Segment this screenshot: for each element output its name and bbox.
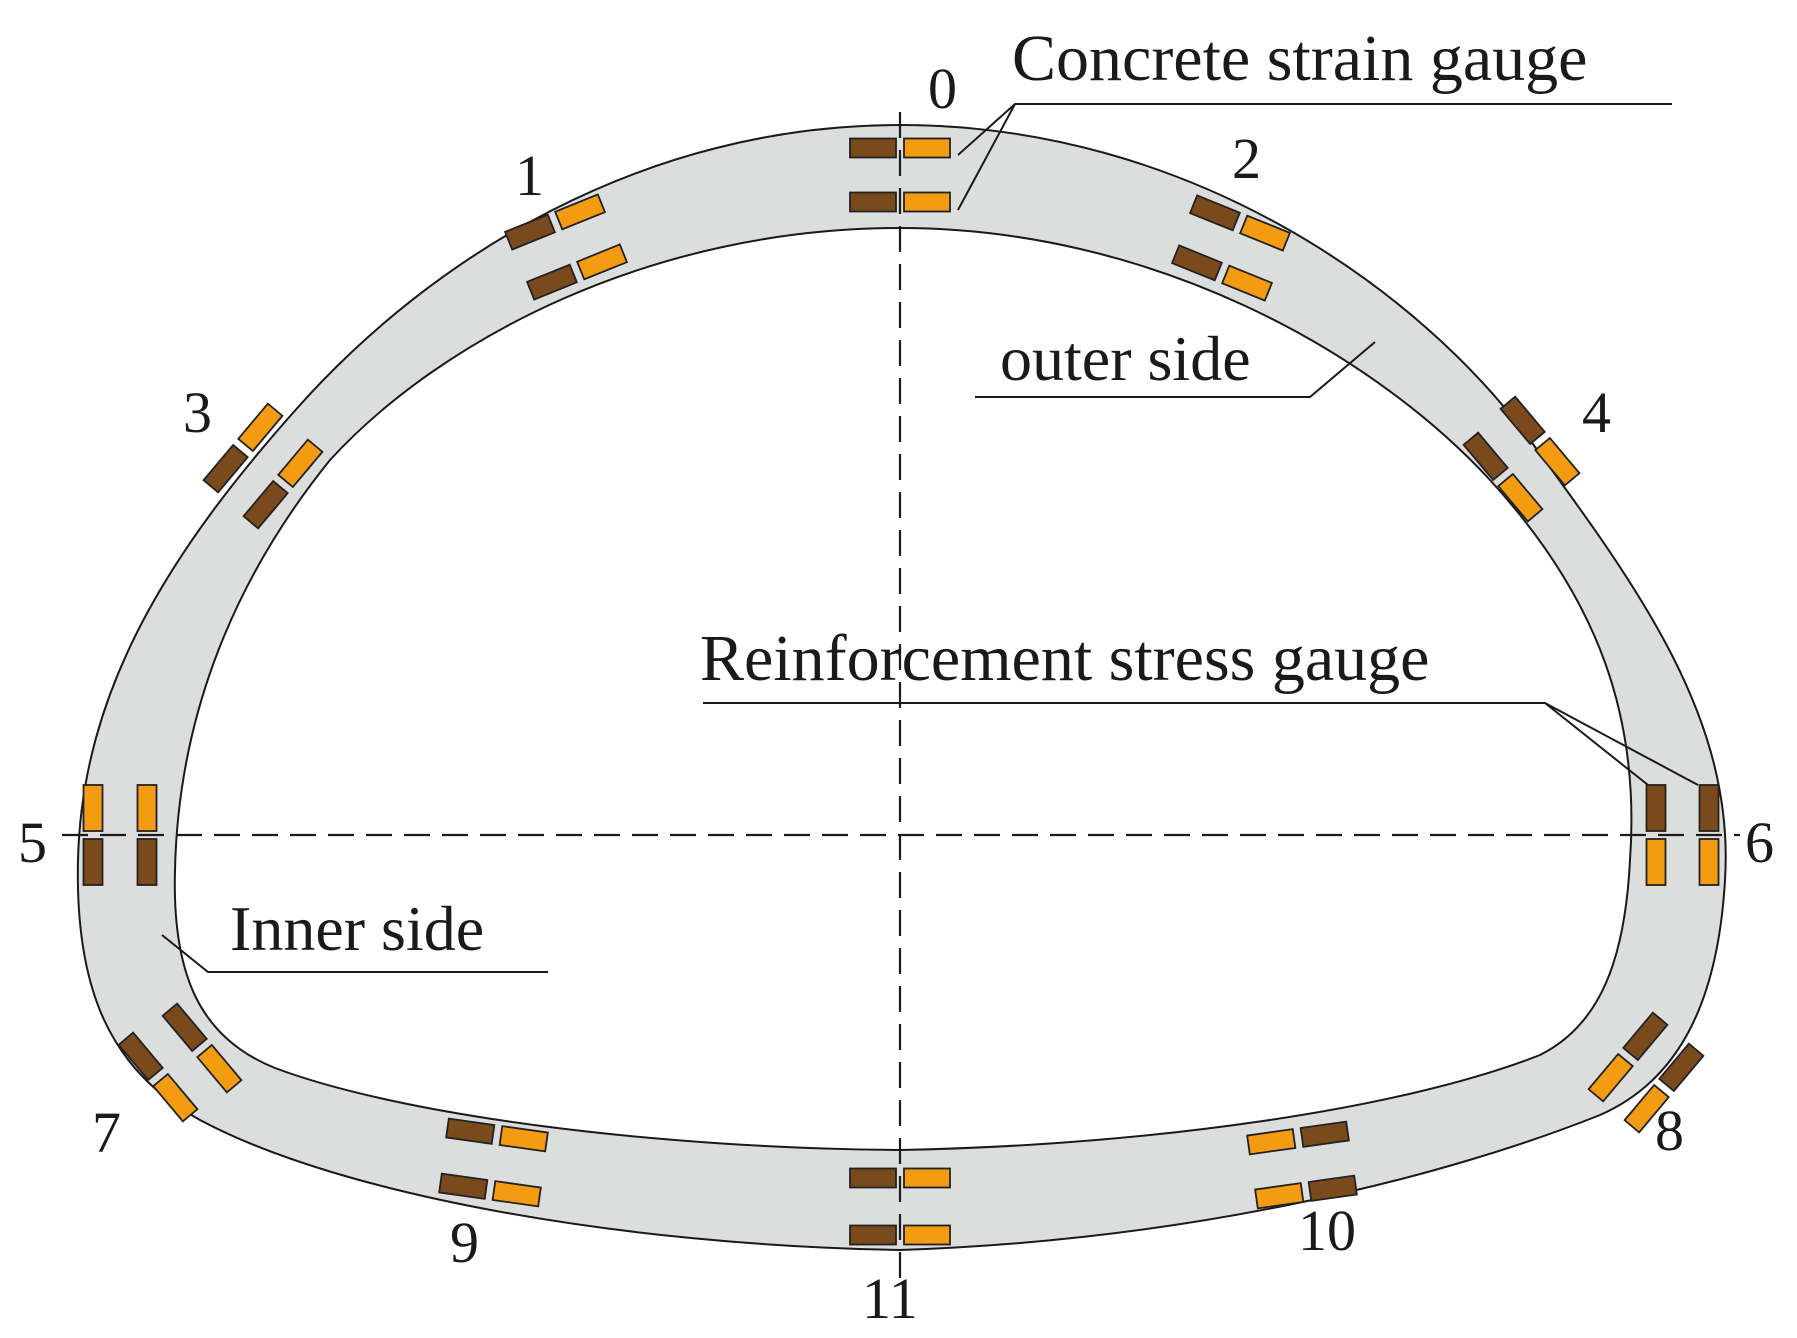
outer-side-leader: [975, 341, 1376, 398]
gauge-11-inner-a: [849, 1167, 897, 1189]
gauge-6-outer-b: [1698, 838, 1720, 886]
gauge-2-outer-b: [1238, 214, 1292, 252]
gauge-10-inner-b: [1299, 1120, 1350, 1148]
reinforcement-stress-gauge-label: Reinforcement stress gauge: [700, 622, 1429, 695]
gauge-9-outer-a: [438, 1172, 489, 1200]
gauge-4-inner-a: [1462, 431, 1509, 482]
point-label-9: 9: [450, 1210, 479, 1275]
concrete-strain-gauge-leader: [957, 103, 1672, 211]
point-label-0: 0: [928, 56, 957, 121]
gauge-4-inner-b: [1497, 472, 1544, 523]
gauge-9-outer-b: [491, 1180, 542, 1208]
point-label-8: 8: [1655, 1098, 1684, 1163]
gauge-10-inner-a: [1246, 1128, 1297, 1156]
inner-side-label: Inner side: [230, 893, 484, 964]
point-label-6: 6: [1745, 810, 1774, 875]
gauge-5-inner-b: [136, 838, 158, 886]
gauge-3-inner-a: [242, 479, 289, 530]
gauge-8-inner-a: [1587, 1052, 1634, 1103]
point-label-11: 11: [862, 1266, 918, 1331]
point-label-2: 2: [1232, 126, 1261, 191]
gauge-8-outer-b: [1658, 1042, 1705, 1093]
gauge-11-inner-b: [903, 1167, 951, 1189]
gauge-1-outer-b: [553, 193, 607, 231]
gauge-1-inner-a: [525, 263, 579, 301]
gauge-0-outer-a: [849, 137, 897, 159]
gauge-2-inner-b: [1220, 264, 1274, 302]
gauge-5-inner-a: [136, 784, 158, 832]
gauge-0-inner-a: [849, 191, 897, 213]
gauge-7-outer-b: [152, 1072, 199, 1123]
gauge-4-outer-b: [1534, 436, 1581, 487]
gauge-3-inner-b: [277, 438, 324, 489]
gauge-1-outer-a: [503, 213, 557, 251]
gauge-1-inner-b: [575, 243, 629, 281]
gauge-8-inner-b: [1622, 1011, 1669, 1062]
gauge-0-outer-b: [903, 137, 951, 159]
gauge-6-inner-b: [1645, 838, 1667, 886]
gauge-7-inner-b: [196, 1043, 243, 1094]
point-label-5: 5: [18, 810, 47, 875]
gauge-11-outer-b: [903, 1224, 951, 1246]
gauge-2-inner-a: [1170, 244, 1224, 282]
gauge-3-outer-b: [237, 402, 284, 453]
gauge-3-outer-a: [202, 443, 249, 494]
gauge-6-outer-a: [1698, 784, 1720, 832]
gauge-group: [82, 137, 1720, 1246]
gauge-5-outer-b: [82, 838, 104, 886]
gauge-10-outer-a: [1254, 1182, 1305, 1210]
outer-side-label: outer side: [1000, 323, 1251, 394]
point-label-7: 7: [92, 1100, 121, 1165]
gauge-6-inner-a: [1645, 784, 1667, 832]
point-label-1: 1: [515, 143, 544, 208]
gauge-8-outer-a: [1623, 1083, 1670, 1134]
gauge-11-outer-a: [849, 1224, 897, 1246]
reinforcement-stress-gauge-leader: [703, 702, 1699, 786]
gauge-0-inner-b: [903, 191, 951, 213]
inner-side-leader: [161, 934, 548, 973]
gauge-9-inner-b: [498, 1125, 549, 1153]
point-label-10: 10: [1298, 1198, 1356, 1263]
point-label-3: 3: [183, 380, 212, 445]
gauge-7-inner-a: [161, 1002, 208, 1053]
gauge-9-inner-a: [445, 1117, 496, 1145]
gauge-2-outer-a: [1188, 194, 1242, 232]
gauge-10-outer-b: [1307, 1174, 1358, 1202]
gauge-4-outer-a: [1499, 395, 1546, 446]
concrete-strain-gauge-label: Concrete strain gauge: [1012, 22, 1587, 95]
point-label-4: 4: [1582, 380, 1611, 445]
gauge-7-outer-a: [117, 1031, 164, 1082]
gauge-5-outer-a: [82, 784, 104, 832]
